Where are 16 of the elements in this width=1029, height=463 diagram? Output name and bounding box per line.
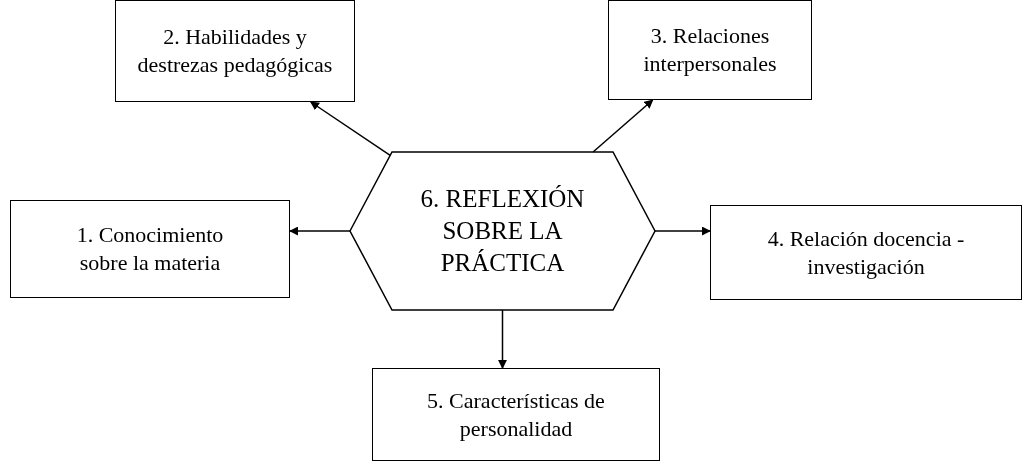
process-box bbox=[115, 0, 355, 102]
node-text: 3. Relaciones interpersonales bbox=[642, 22, 778, 78]
arrow bbox=[289, 226, 351, 236]
node-text: 5. Características de personalidad bbox=[426, 386, 606, 443]
node-text: 6. REFLEXIÓN SOBRE LA PRÁCTICA bbox=[419, 184, 586, 278]
node-text: 1. Conocimiento sobre la materia bbox=[75, 221, 225, 277]
arrow bbox=[592, 99, 654, 153]
process-box bbox=[710, 205, 1022, 300]
arrow bbox=[310, 101, 391, 157]
process-box bbox=[372, 368, 660, 461]
arrow bbox=[654, 226, 711, 236]
node-text: 2. Habilidades y destrezas pedagógicas bbox=[136, 23, 334, 79]
arrow bbox=[498, 309, 507, 369]
process-box bbox=[10, 200, 290, 298]
process-box bbox=[608, 0, 812, 100]
node-text: 4. Relación docencia - investigación bbox=[766, 224, 966, 281]
